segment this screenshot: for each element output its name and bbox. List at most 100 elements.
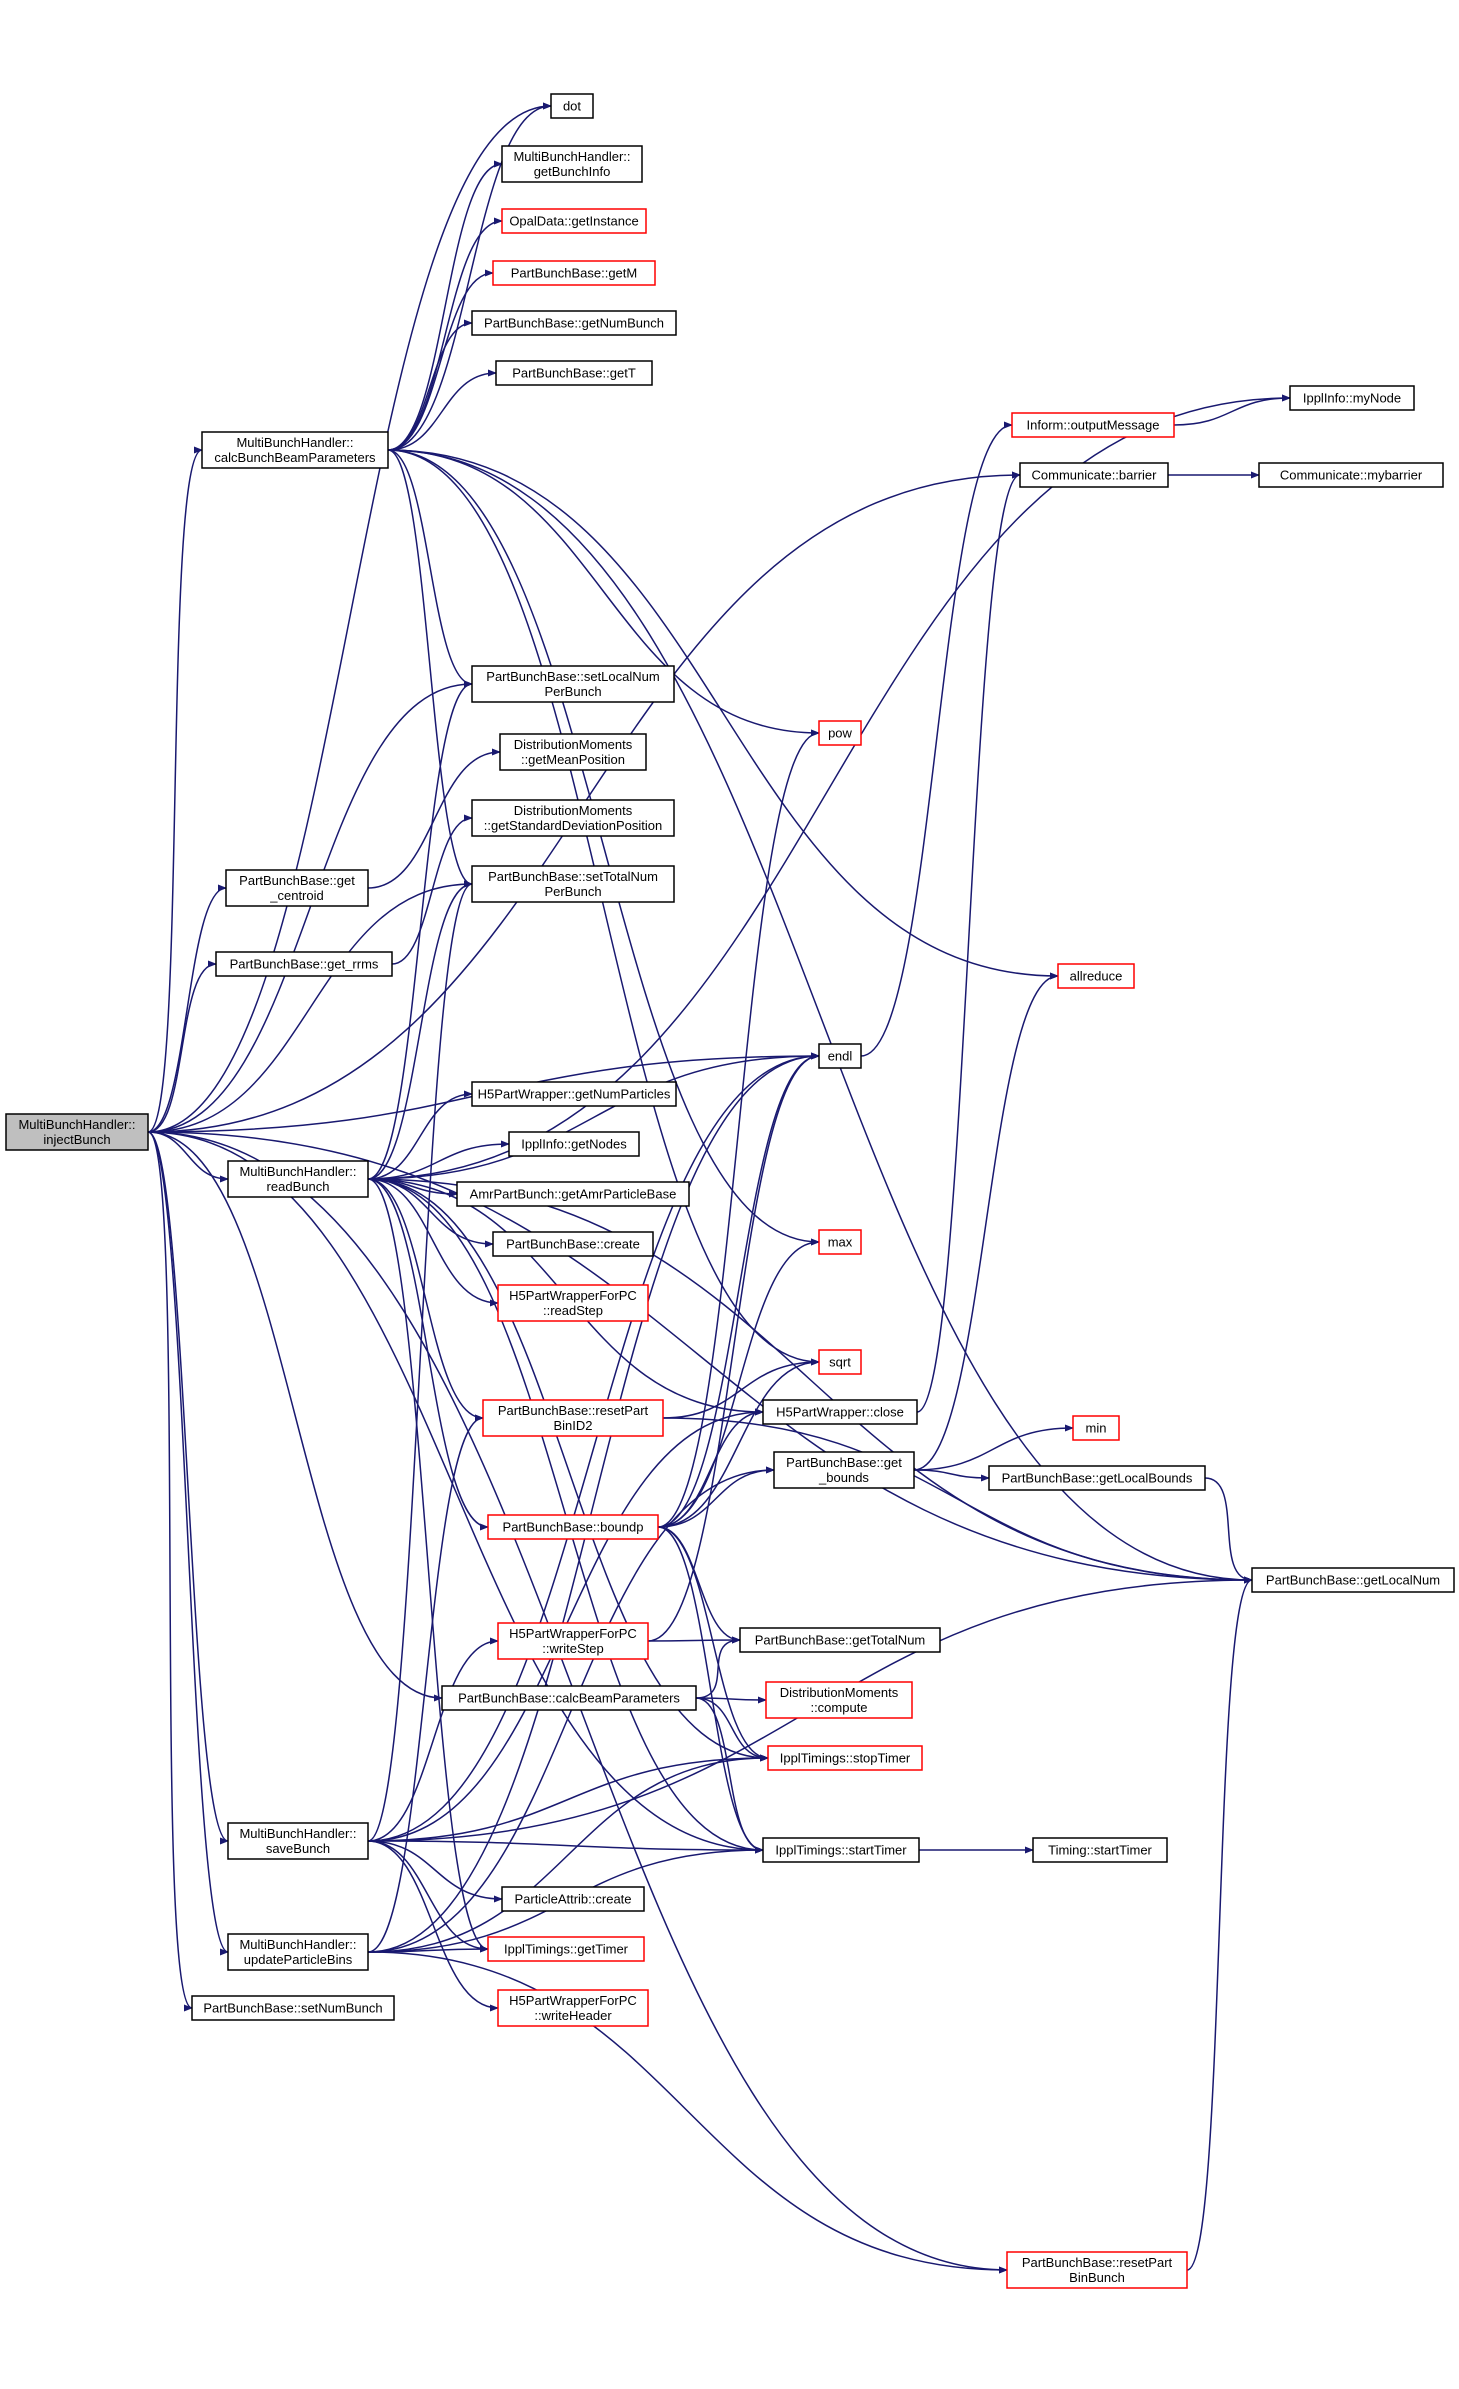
node-getBunchInfo[interactable]: MultiBunchHandler::getBunchInfo <box>501 145 643 183</box>
node-endl[interactable]: endl <box>818 1043 862 1069</box>
node-barrier[interactable]: Communicate::barrier <box>1019 462 1169 488</box>
node-getTimer[interactable]: IpplTimings::getTimer <box>487 1936 645 1962</box>
node-box <box>501 145 643 183</box>
edge-calcBunchBeamParameters-to-getNumBunch <box>387 319 473 451</box>
node-getNumBunch[interactable]: PartBunchBase::getNumBunch <box>471 310 677 336</box>
node-max[interactable]: max <box>818 1229 862 1255</box>
edge-injectBunch-to-calcBunchBeamParameters <box>147 446 203 1133</box>
edge-saveBunch-to-endl <box>367 1052 820 1842</box>
node-getLocalBounds[interactable]: PartBunchBase::getLocalBounds <box>988 1465 1206 1491</box>
node-box <box>1289 385 1415 411</box>
node-label: getBunchInfo <box>534 164 611 179</box>
node-getMeanPosition[interactable]: DistributionMoments::getMeanPosition <box>499 733 647 771</box>
edge-readBunch-to-stopTimer <box>367 1178 769 1762</box>
edge-saveBunch-to-stopTimer <box>367 1754 769 1842</box>
node-label: ::getMeanPosition <box>521 752 625 767</box>
node-get_rrms[interactable]: PartBunchBase::get_rrms <box>215 951 393 977</box>
node-label: _bounds <box>818 1470 869 1485</box>
node-get_bounds[interactable]: PartBunchBase::get_bounds <box>773 1451 915 1489</box>
node-dot[interactable]: dot <box>550 93 594 119</box>
edge-injectBunch-to-updateParticleBins <box>147 1131 229 1956</box>
node-box <box>471 1081 677 1107</box>
node-getStdDevPosition[interactable]: DistributionMoments::getStandardDeviatio… <box>471 799 675 837</box>
edge-injectBunch-to-get_centroid <box>147 884 227 1133</box>
node-saveBunch[interactable]: MultiBunchHandler::saveBunch <box>227 1822 369 1860</box>
node-box <box>762 1837 920 1863</box>
edge-injectBunch-to-setNumBunch <box>147 1131 193 2012</box>
node-paCreate[interactable]: ParticleAttrib::create <box>501 1886 645 1912</box>
node-readStep[interactable]: H5PartWrapperForPC::readStep <box>497 1284 649 1322</box>
edge-calcBeamParameters-to-stopTimer <box>695 1697 769 1762</box>
node-label: PartBunchBase::calcBeamParameters <box>458 1691 680 1706</box>
node-getNumParticles[interactable]: H5PartWrapper::getNumParticles <box>471 1081 677 1107</box>
node-label: MultiBunchHandler:: <box>236 435 353 450</box>
node-myNode[interactable]: IpplInfo::myNode <box>1289 385 1415 411</box>
node-getNodes[interactable]: IpplInfo::getNodes <box>508 1131 640 1157</box>
node-box <box>818 1043 862 1069</box>
node-label: updateParticleBins <box>244 1952 353 1967</box>
node-label: ::writeStep <box>542 1641 603 1656</box>
edge-outputMessage-to-myNode <box>1173 394 1291 426</box>
edge-writeStep-to-endl <box>647 1052 820 1642</box>
node-box <box>471 665 675 703</box>
node-label: pow <box>828 726 852 741</box>
node-boundp[interactable]: PartBunchBase::boundp <box>487 1514 659 1540</box>
node-get_centroid[interactable]: PartBunchBase::get_centroid <box>225 869 369 907</box>
node-setNumBunch[interactable]: PartBunchBase::setNumBunch <box>191 1995 395 2021</box>
node-stopTimer[interactable]: IpplTimings::stopTimer <box>767 1745 923 1771</box>
node-writeHeader[interactable]: H5PartWrapperForPC::writeHeader <box>497 1989 649 2027</box>
edge-calcBeamParameters-to-startTimer <box>695 1697 764 1854</box>
edge-readBunch-to-getTimer <box>367 1178 489 1953</box>
edge-readBunch-to-setTotalNumPerBunch <box>367 880 473 1180</box>
edge-readBunch-to-readStep <box>367 1178 499 1307</box>
node-updateParticleBins[interactable]: MultiBunchHandler::updateParticleBins <box>227 1933 369 1971</box>
node-getLocalNum[interactable]: PartBunchBase::getLocalNum <box>1251 1567 1455 1593</box>
node-injectBunch[interactable]: MultiBunchHandler::injectBunch <box>5 1113 149 1151</box>
node-pow[interactable]: pow <box>818 720 862 746</box>
node-readBunch[interactable]: MultiBunchHandler::readBunch <box>227 1160 369 1198</box>
node-box <box>201 431 389 469</box>
edge-calcBunchBeamParameters-to-max <box>387 449 820 1246</box>
edge-boundp-to-pow <box>657 729 820 1528</box>
node-label: ::compute <box>810 1700 867 1715</box>
node-dmCompute[interactable]: DistributionMoments::compute <box>765 1681 913 1719</box>
node-mybarrier[interactable]: Communicate::mybarrier <box>1258 462 1444 488</box>
node-label: PartBunchBase::getLocalBounds <box>1002 1471 1193 1486</box>
node-box <box>1258 462 1444 488</box>
node-allreduce[interactable]: allreduce <box>1057 963 1135 989</box>
node-box <box>495 360 653 386</box>
node-getT[interactable]: PartBunchBase::getT <box>495 360 653 386</box>
node-calcBunchBeamParameters[interactable]: MultiBunchHandler::calcBunchBeamParamete… <box>201 431 389 469</box>
node-writeStep[interactable]: H5PartWrapperForPC::writeStep <box>497 1622 649 1660</box>
node-box <box>225 869 369 907</box>
node-outputMessage[interactable]: Inform::outputMessage <box>1011 412 1175 438</box>
edge-injectBunch-to-startTimer <box>147 1131 764 1854</box>
edge-calcBunchBeamParameters-to-allreduce <box>387 449 1059 980</box>
node-min[interactable]: min <box>1072 1415 1120 1441</box>
edge-writeStep-to-getTotalNum <box>647 1636 741 1644</box>
node-box <box>739 1627 941 1653</box>
node-calcBeamParameters[interactable]: PartBunchBase::calcBeamParameters <box>441 1685 697 1711</box>
node-startTimer[interactable]: IpplTimings::startTimer <box>762 1837 920 1863</box>
node-label: PartBunchBase::setLocalNum <box>486 669 659 684</box>
node-label: PartBunchBase::create <box>506 1237 640 1252</box>
node-box <box>501 208 647 234</box>
node-pbCreate[interactable]: PartBunchBase::create <box>492 1231 654 1257</box>
node-getInstance[interactable]: OpalData::getInstance <box>501 208 647 234</box>
node-getM[interactable]: PartBunchBase::getM <box>492 260 656 286</box>
edge-boundp-to-stopTimer <box>657 1526 769 1762</box>
node-getTotalNum[interactable]: PartBunchBase::getTotalNum <box>739 1627 941 1653</box>
node-label: IpplInfo::getNodes <box>521 1137 627 1152</box>
node-sqrt[interactable]: sqrt <box>818 1349 862 1375</box>
node-box <box>818 1349 862 1375</box>
node-box <box>550 93 594 119</box>
node-getAmrParticleBase[interactable]: AmrPartBunch::getAmrParticleBase <box>456 1181 690 1207</box>
node-box <box>1032 1837 1168 1863</box>
node-h5close[interactable]: H5PartWrapper::close <box>762 1399 918 1425</box>
edge-updateParticleBins-to-resetPartBinID2 <box>367 1414 484 1953</box>
node-timingStartTimer[interactable]: Timing::startTimer <box>1032 1837 1168 1863</box>
